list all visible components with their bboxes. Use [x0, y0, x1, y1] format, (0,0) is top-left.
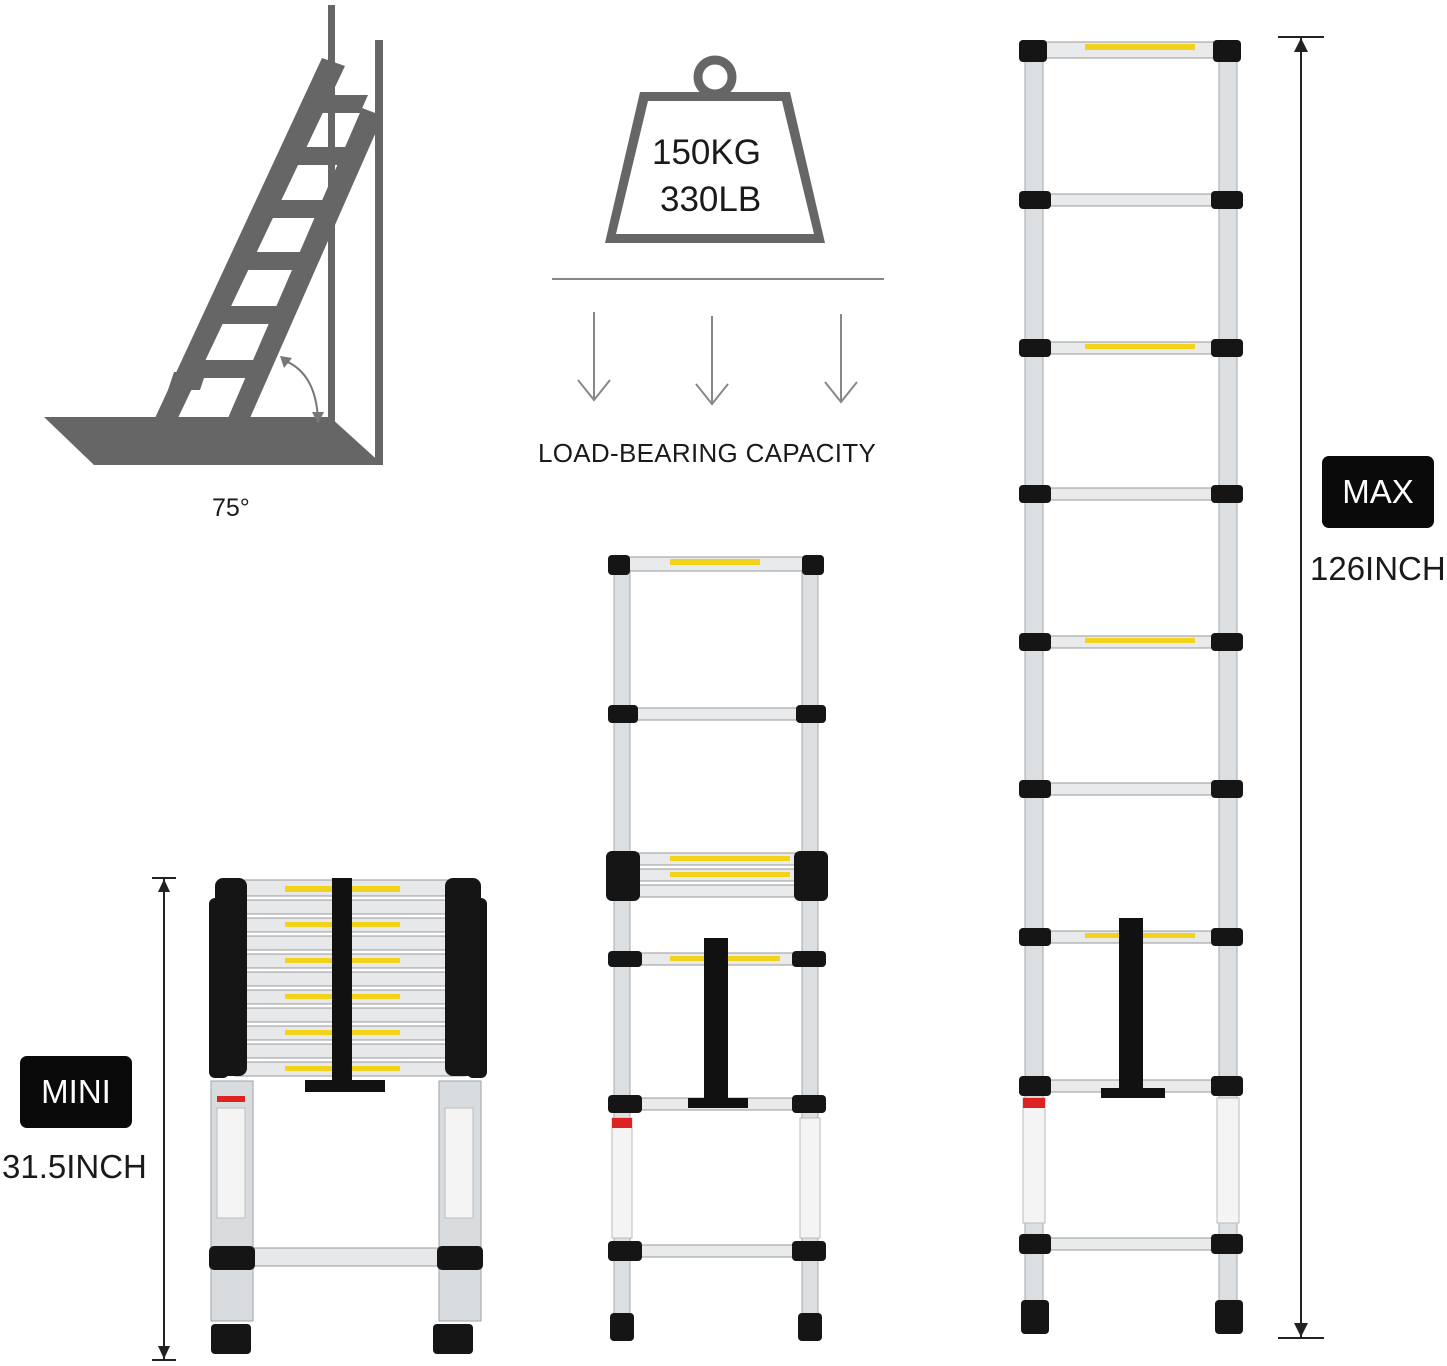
max-badge-text: MAX	[1342, 473, 1414, 510]
max-height-dimension	[1278, 36, 1324, 1339]
partly-extended-ladder-image	[606, 555, 828, 1341]
down-arrow-icon	[577, 312, 611, 402]
right-foot	[433, 1324, 473, 1354]
right-foot	[798, 1313, 822, 1341]
strap	[332, 878, 352, 1088]
ladder-rungs	[1019, 191, 1243, 1254]
max-height-label: 126INCH	[1310, 550, 1446, 587]
down-arrow-icon	[695, 316, 729, 406]
fully-extended-ladder-image	[1019, 40, 1243, 1334]
angle-arc-icon	[282, 359, 319, 421]
collapsed-side-caps	[209, 878, 487, 1078]
left-foot	[1021, 1300, 1049, 1334]
mini-height-label: 31.5INCH	[2, 1148, 147, 1185]
weight-lb-label: 330LB	[660, 180, 762, 219]
load-arrows	[552, 278, 884, 406]
max-badge: MAX	[1322, 456, 1434, 528]
left-foot	[211, 1324, 251, 1354]
mini-height-dimension	[152, 877, 176, 1361]
angle-label: 75°	[212, 494, 250, 522]
load-capacity-caption: LOAD-BEARING CAPACITY	[538, 438, 877, 468]
mini-badge-text: MINI	[41, 1073, 111, 1110]
wall-outer	[375, 40, 383, 465]
bottom-rung	[244, 1247, 446, 1267]
ladder-angle-diagram	[44, 5, 383, 465]
strap	[704, 938, 728, 1103]
collapsed-ladder-image	[209, 878, 487, 1354]
strap	[1119, 918, 1143, 1093]
floor	[44, 417, 383, 465]
left-foot	[610, 1313, 634, 1341]
weight-icon	[605, 55, 825, 243]
leaning-ladder-icon	[155, 58, 383, 418]
down-arrow-icon	[824, 314, 858, 404]
mini-badge: MINI	[20, 1056, 132, 1128]
right-foot	[1215, 1300, 1243, 1334]
weight-kg-label: 150KG	[652, 133, 761, 172]
